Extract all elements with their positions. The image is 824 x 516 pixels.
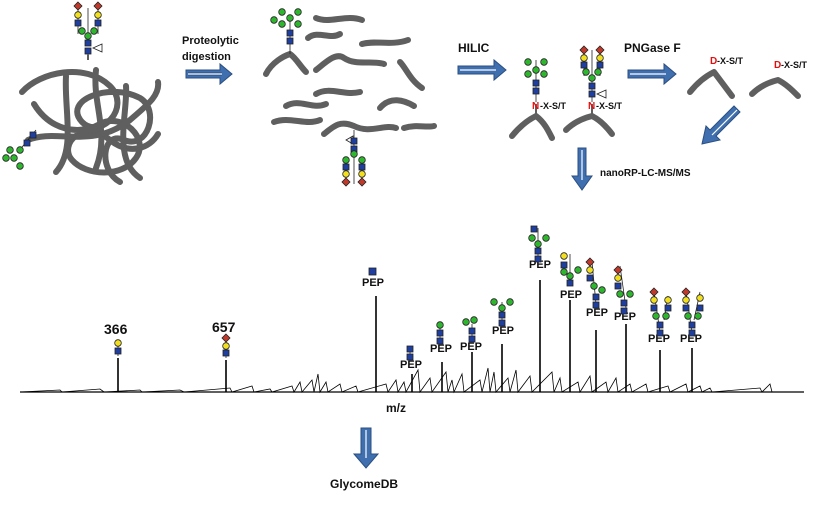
glycan-icon xyxy=(341,130,367,187)
digestion-label-line2: digestion xyxy=(182,51,231,63)
glycan-icon xyxy=(579,45,607,102)
arrow-inner-lines xyxy=(188,69,738,458)
protein-chain-icon xyxy=(313,53,387,73)
protein-chain-icon xyxy=(271,117,323,125)
nxst-motif-label: -X-S/T xyxy=(596,101,623,111)
double-arrow-icon xyxy=(701,105,741,145)
pep-label: PEP xyxy=(529,259,551,271)
glycan-icon xyxy=(221,333,231,358)
protein-chain-icon xyxy=(31,101,161,176)
glycan-icon xyxy=(560,252,582,287)
pep-labels: PEP PEP PEP PEP PEP PEP PEP PEP PEP PEP … xyxy=(362,259,702,371)
pep-label: PEP xyxy=(400,359,422,371)
dxst-motif-label: -X-S/T xyxy=(781,60,808,70)
asp-residue-label: D xyxy=(774,60,781,71)
pep-label: PEP xyxy=(586,307,608,319)
dxst-motif-label: -X-S/T xyxy=(717,56,744,66)
glycan-icon xyxy=(613,265,634,315)
protein-chain-icon xyxy=(397,59,425,91)
digested-peptides xyxy=(263,15,437,137)
glycan-icon xyxy=(436,321,444,345)
asp-residue-label: D xyxy=(710,56,717,67)
spectrum-peaks xyxy=(117,280,693,392)
protein-chain-icon xyxy=(321,120,399,137)
protein-chain-icon xyxy=(563,113,615,137)
intact-glycoprotein xyxy=(19,67,162,185)
spectrum-xlabel: m/z xyxy=(386,401,406,415)
protein-chain-icon xyxy=(359,37,411,47)
protein-chain-icon xyxy=(313,15,365,23)
protein-chain-icon xyxy=(25,79,162,143)
workflow-arrows xyxy=(185,58,741,469)
protein-chain-icon xyxy=(263,51,309,77)
pep-label: PEP xyxy=(430,343,452,355)
pep-label: PEP xyxy=(614,311,636,323)
enriched-glycopeptides xyxy=(509,113,615,141)
protein-chain-icon xyxy=(749,77,801,99)
spectrum-glycans xyxy=(114,225,704,361)
asn-residue-label: N xyxy=(532,101,539,112)
pep-label: PEP xyxy=(362,277,384,289)
pngase-label: PNGase F xyxy=(624,41,681,55)
pep-label: PEP xyxy=(460,341,482,353)
deglycosylated-peptides xyxy=(687,69,801,99)
glycan-icon xyxy=(462,316,478,343)
peak-label-657: 657 xyxy=(212,319,236,335)
nxst-motif-label: -X-S/T xyxy=(540,101,567,111)
nanolc-label: nanoRP-LC-MS/MS xyxy=(600,168,691,179)
protein-chain-icon xyxy=(377,97,417,111)
glycan-icon xyxy=(270,8,302,54)
glycan-icon xyxy=(2,129,37,170)
glycan-icon xyxy=(649,287,672,337)
protein-chain-icon xyxy=(401,123,437,131)
glycomedb-label: GlycomeDB xyxy=(330,477,398,491)
glycan-icon xyxy=(406,345,414,361)
pep-label: PEP xyxy=(648,333,670,345)
glycan-icon xyxy=(585,257,606,309)
spectrum-noise xyxy=(19,367,804,394)
glycan-icon xyxy=(114,339,122,356)
hilic-label: HILIC xyxy=(458,41,490,55)
glycan-icon xyxy=(368,267,377,276)
protein-chain-icon xyxy=(509,113,555,141)
asn-residue-label: N xyxy=(588,101,595,112)
glycan-icon xyxy=(681,287,704,337)
digestion-label: Proteolytic xyxy=(182,35,239,47)
protein-chain-icon xyxy=(687,69,735,99)
glycan-icon xyxy=(73,1,103,60)
glycan-icon xyxy=(528,225,550,263)
glycan-icon xyxy=(490,298,514,327)
protein-chain-icon xyxy=(283,100,329,109)
peak-label-366: 366 xyxy=(104,321,128,337)
protein-chain-icon xyxy=(305,31,343,41)
protein-chain-icon xyxy=(53,67,143,181)
glycan-icon xyxy=(524,58,548,102)
protein-chain-icon xyxy=(313,87,363,97)
pep-label: PEP xyxy=(560,289,582,301)
pep-label: PEP xyxy=(492,325,514,337)
pep-label: PEP xyxy=(680,333,702,345)
